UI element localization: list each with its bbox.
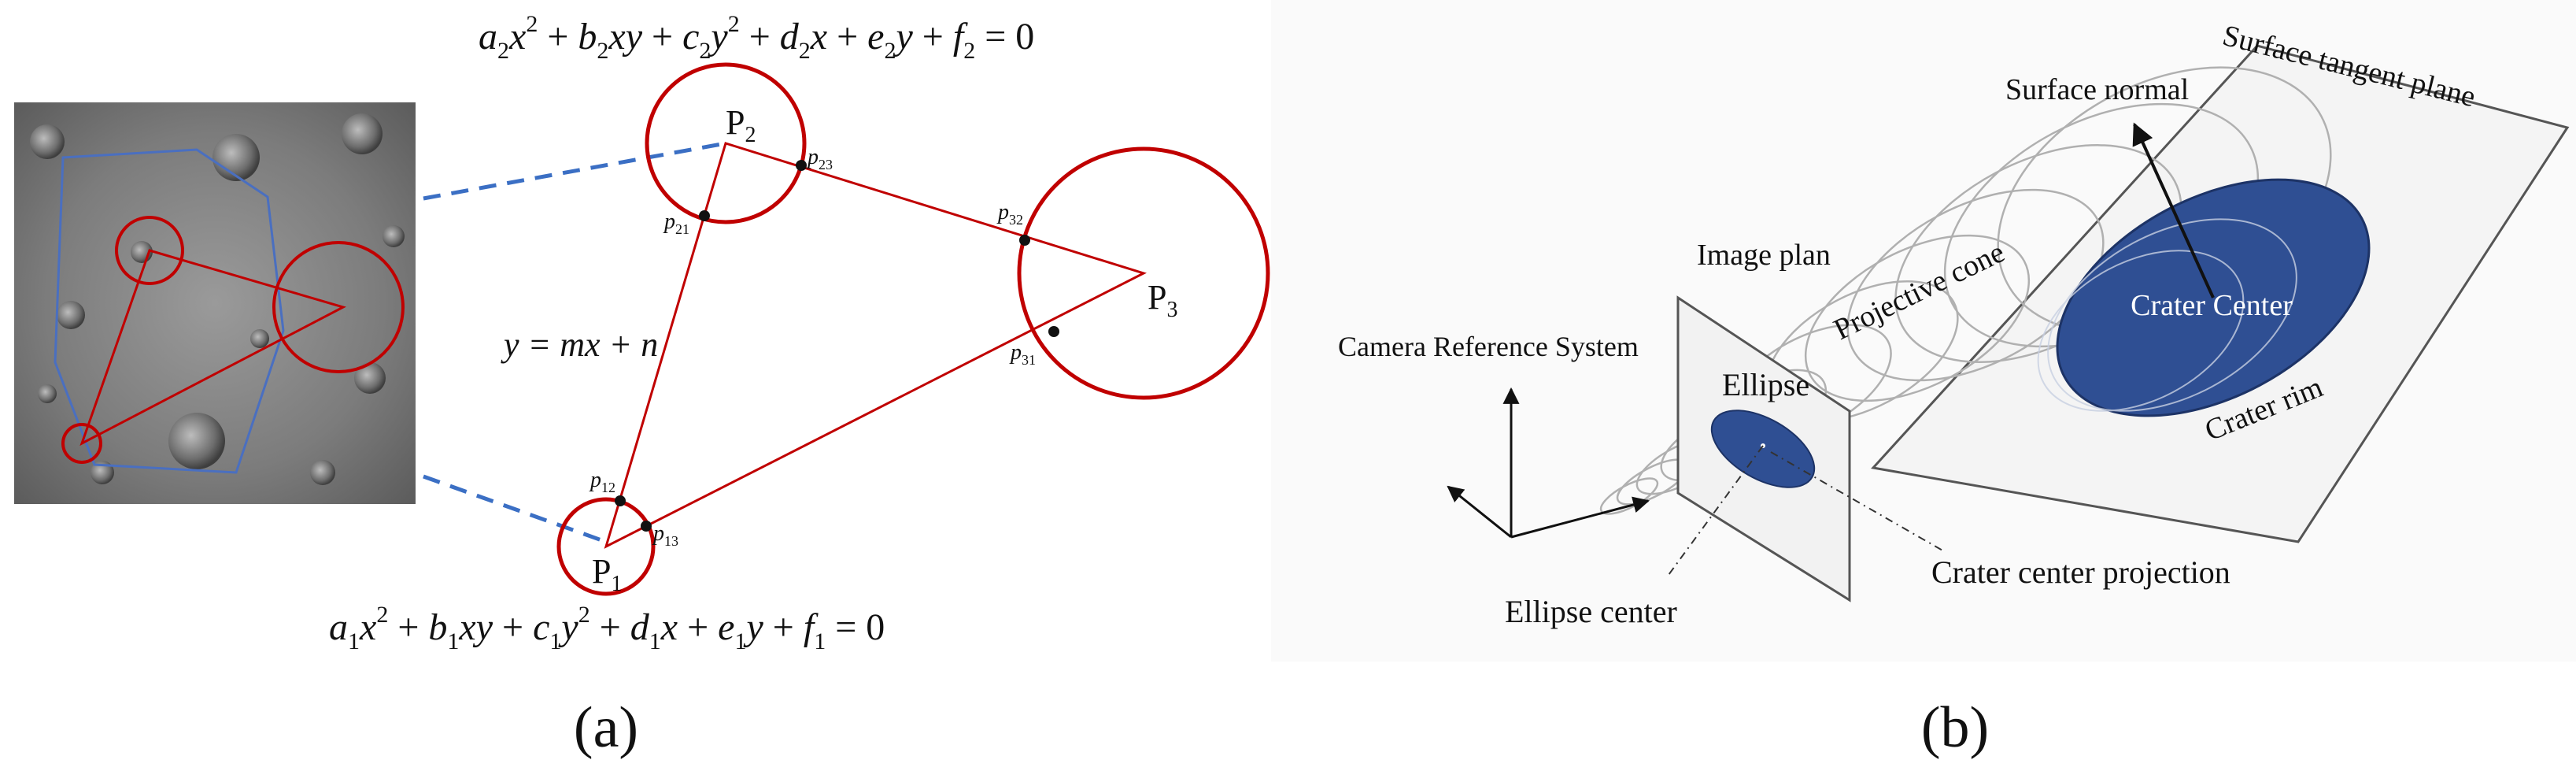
photo-triangle-overlay xyxy=(79,249,346,447)
intersection-dot-p13 xyxy=(641,521,652,532)
surface-normal-label: Surface normal xyxy=(2005,73,2189,106)
intersection-dot-p31 xyxy=(1048,326,1059,337)
image-plan-label: Image plan xyxy=(1697,239,1831,272)
intersection-dot-p21 xyxy=(699,210,710,221)
label-p32: p32 xyxy=(996,200,1023,228)
equation-bottom: a1x2 + b1xy + c1y2 + d1x + e1y + f1 = 0 xyxy=(329,602,885,654)
intersection-dot-p32 xyxy=(1019,235,1030,246)
label-p21: p21 xyxy=(663,209,689,237)
crater-circle-p2 xyxy=(645,62,807,224)
lunar-surface-photo xyxy=(14,102,416,504)
dashed-connector-top xyxy=(423,141,726,201)
dashed-connector-bottom xyxy=(423,474,607,544)
label-p23: p23 xyxy=(806,145,833,172)
camera-axes xyxy=(1447,387,1650,539)
caption-b: (b) xyxy=(1921,695,1989,760)
caption-a: (a) xyxy=(574,695,638,760)
ellipse-center-label: Ellipse center xyxy=(1505,594,1677,629)
crater-triangle xyxy=(604,142,1147,549)
ellipse-center-leader xyxy=(1668,445,1764,576)
label-p2: P2 xyxy=(726,103,756,147)
surface-normal-arrow xyxy=(2132,122,2215,298)
label-p12: p12 xyxy=(589,468,615,495)
crater-center-projection-leader xyxy=(1770,451,1945,552)
crater-center-label: Crater Center xyxy=(2131,289,2293,322)
panel-a: a2x2 + b2xy + c2y2 + d2x + e2y + f2 = 0 … xyxy=(14,11,1270,760)
photo-polygon-overlay xyxy=(54,148,285,474)
crater-rim-rings xyxy=(2037,218,2297,412)
crater-center-projection-label: Crater center projection xyxy=(1931,554,2230,590)
label-p31: p31 xyxy=(1009,340,1036,368)
photo-crater-circle-3 xyxy=(272,241,405,373)
label-p3: P3 xyxy=(1148,278,1177,322)
image-ellipse xyxy=(1710,410,1816,488)
label-p1: P1 xyxy=(592,552,622,596)
intersection-dot-p12 xyxy=(615,495,626,506)
photo-crater-circle-1 xyxy=(61,423,102,464)
crater-circle-p1 xyxy=(556,497,656,596)
camera-reference-label: Camera Reference System xyxy=(1338,331,1639,362)
photo-crater-circle-2 xyxy=(115,216,184,285)
label-p13: p13 xyxy=(652,521,678,549)
panel-b: Camera Reference System Image plan Ellip… xyxy=(1338,19,2570,760)
intersection-dot-p23 xyxy=(796,160,807,171)
equation-top: a2x2 + b2xy + c2y2 + d2x + e2y + f2 = 0 xyxy=(479,11,1034,64)
line-equation: y = mx + n xyxy=(501,325,658,364)
crater-circle-p3 xyxy=(1017,146,1270,400)
ellipse-label: Ellipse xyxy=(1722,367,1809,402)
